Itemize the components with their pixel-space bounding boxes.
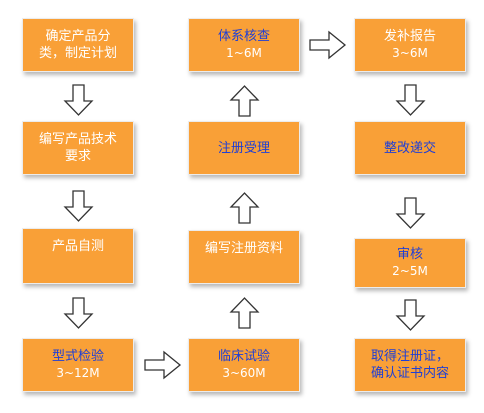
step-tech-requirements-line1: 编写产品技术 <box>38 132 117 147</box>
step-clinical-trial-duration: 3~60M <box>222 366 266 380</box>
step-type-test-label: 型式检验 <box>51 349 104 364</box>
arrow-down-icon <box>63 190 94 222</box>
step-supplement-report-duration: 3~6M <box>392 46 428 60</box>
step-clinical-trial-label: 临床试验 <box>217 349 270 364</box>
step-supplement-report-label: 发补报告 <box>383 29 436 44</box>
step-type-test-box: 型式检验 3~12M <box>22 338 134 392</box>
arrow-up-icon <box>229 297 260 329</box>
step-tech-requirements-box: 编写产品技术 要求 <box>22 121 134 175</box>
step-certificate-line1: 取得注册证， <box>370 349 449 364</box>
step-certificate-box: 取得注册证， 确认证书内容 <box>354 338 466 392</box>
step-registration-docs-box: 编写注册资料 <box>188 230 300 284</box>
arrow-down-icon <box>395 197 426 229</box>
step-registration-docs-line1: 编写注册资料 <box>204 241 283 256</box>
arrow-up-icon <box>229 85 260 117</box>
arrow-right-icon <box>144 350 182 380</box>
arrow-down-icon <box>395 84 426 116</box>
step-self-test-line1: 产品自测 <box>51 239 104 254</box>
step-classify-line2: 类，制定计划 <box>38 46 117 61</box>
step-classify-box: 确定产品分 类，制定计划 <box>22 18 134 72</box>
step-system-check-label: 体系核查 <box>217 29 270 44</box>
step-system-check-duration: 1~6M <box>226 46 262 60</box>
step-review-duration: 2~5M <box>392 264 428 278</box>
step-classify-line1: 确定产品分 <box>45 29 111 44</box>
arrow-down-icon <box>395 299 426 331</box>
arrow-right-icon <box>309 30 347 60</box>
step-registration-accept-line1: 注册受理 <box>217 140 270 156</box>
step-clinical-trial-box: 临床试验 3~60M <box>188 338 300 392</box>
step-system-check-box: 体系核查 1~6M <box>188 18 300 72</box>
step-certificate-line2: 确认证书内容 <box>370 366 449 381</box>
step-tech-requirements-line2: 要求 <box>64 149 91 164</box>
arrow-down-icon <box>63 84 94 116</box>
step-self-test-box: 产品自测 <box>22 228 134 284</box>
step-review-box: 审核 2~5M <box>354 238 466 288</box>
arrow-up-icon <box>229 192 260 224</box>
step-registration-accept-box: 注册受理 <box>188 121 300 175</box>
step-review-label: 审核 <box>396 247 423 262</box>
step-rectify-submit-line1: 整改递交 <box>383 140 436 156</box>
step-supplement-report-box: 发补报告 3~6M <box>354 18 466 72</box>
arrow-down-icon <box>63 297 94 329</box>
step-type-test-duration: 3~12M <box>56 366 100 380</box>
step-rectify-submit-box: 整改递交 <box>354 121 466 175</box>
